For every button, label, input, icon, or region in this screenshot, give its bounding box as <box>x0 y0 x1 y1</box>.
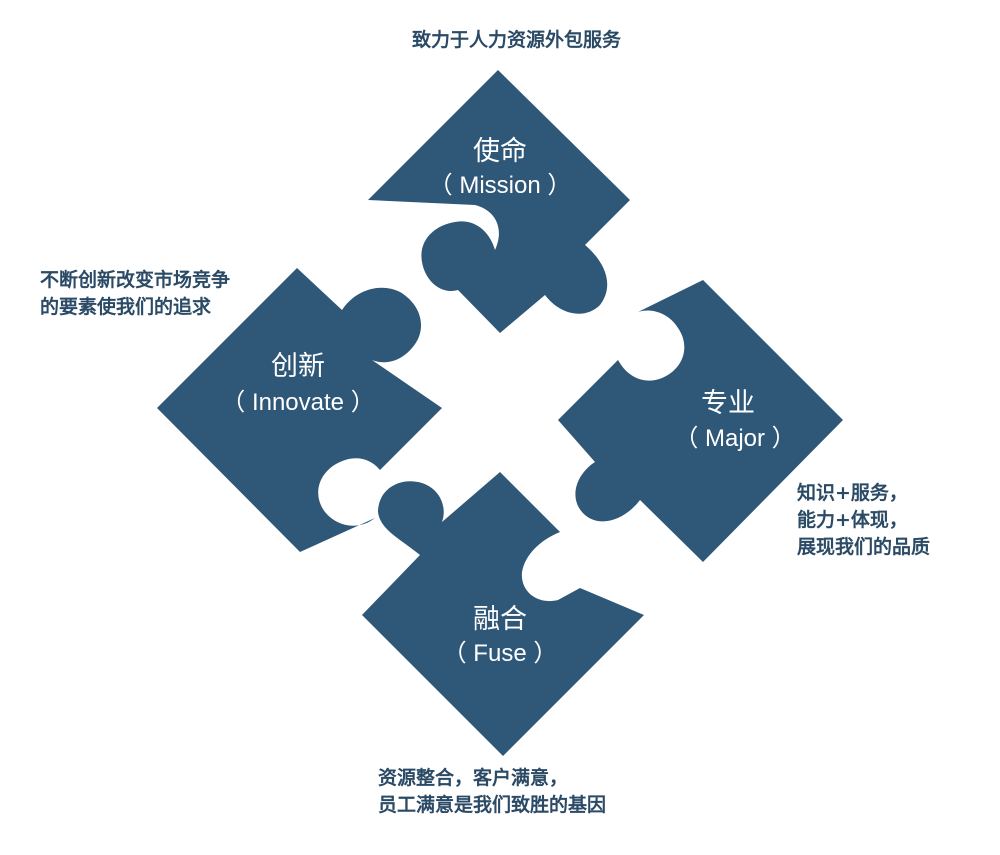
puzzle-piece-innovate-shape <box>157 268 442 552</box>
mission-caption: 致力于人力资源外包服务 <box>412 27 621 54</box>
puzzle-piece-mission-shape <box>368 70 630 333</box>
mission-caption-line: 致力于人力资源外包服务 <box>412 29 622 51</box>
innovate-caption-line: 的要素使我们的追求 <box>40 296 212 318</box>
major-title: 专业 <box>701 388 755 419</box>
mission-subtitle: （ Mission ） <box>429 172 572 199</box>
fuse-caption: 资源整合，客户满意， 员工满意是我们致胜的基因 <box>378 765 606 819</box>
fuse-caption-line: 员工满意是我们致胜的基因 <box>378 794 607 816</box>
major-caption-line: 展现我们的品质 <box>797 536 931 558</box>
fuse-title: 融合 <box>473 604 527 635</box>
puzzle-piece-major-shape <box>558 280 843 562</box>
mission-title: 使命 <box>473 136 527 167</box>
major-caption-line: 能力+体现， <box>797 509 908 531</box>
major-subtitle: （ Major ） <box>674 425 795 452</box>
innovate-subtitle: （ Innovate ） <box>221 389 374 416</box>
puzzle-piece-mission: 使命 （ Mission ） <box>368 70 630 333</box>
major-caption: 知识+服务， 能力+体现， 展现我们的品质 <box>797 480 930 561</box>
innovate-title: 创新 <box>271 351 325 382</box>
major-caption-line: 知识+服务， <box>797 482 908 504</box>
innovate-caption-line: 不断创新改变市场竞争 <box>40 269 231 291</box>
puzzle-piece-innovate: 创新 （ Innovate ） <box>157 268 442 552</box>
puzzle-piece-fuse-shape <box>362 472 644 756</box>
puzzle-piece-fuse: 融合 （ Fuse ） <box>362 472 644 756</box>
fuse-caption-line: 资源整合，客户满意， <box>378 767 569 789</box>
fuse-subtitle: （ Fuse ） <box>443 640 558 667</box>
innovate-caption: 不断创新改变市场竞争 的要素使我们的追求 <box>40 267 230 321</box>
puzzle-piece-major: 专业 （ Major ） <box>558 280 843 562</box>
